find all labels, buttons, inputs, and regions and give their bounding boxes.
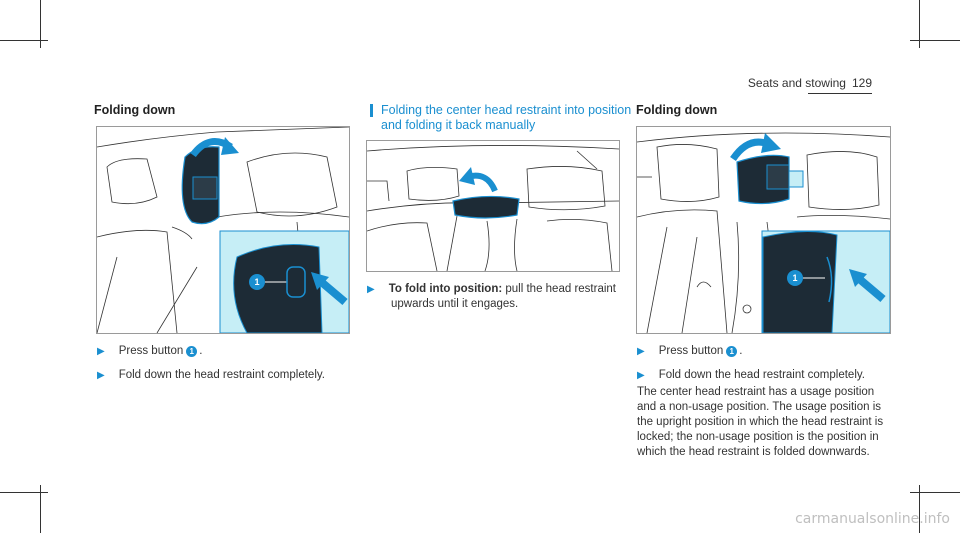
crop-mark (0, 40, 48, 41)
right-step-1: ▶ Press button 1 . (637, 345, 743, 357)
middle-step-line2: upwards until it engages. (391, 298, 519, 310)
middle-illustration (367, 145, 619, 271)
step-arrow-icon: ▶ (97, 345, 105, 357)
step-arrow-icon: ▶ (637, 369, 645, 381)
crop-mark (910, 492, 960, 493)
right-heading: Folding down (636, 103, 718, 117)
crop-mark (40, 0, 41, 48)
push-arrow-icon (849, 269, 886, 303)
right-step-2: ▶ Fold down the head restraint completel… (637, 369, 865, 381)
push-arrow-icon (311, 272, 348, 306)
step-arrow-icon: ▶ (97, 369, 105, 381)
crop-mark (919, 485, 920, 533)
middle-heading: Folding the center head restraint into p… (381, 103, 632, 132)
left-heading: Folding down (94, 103, 176, 117)
left-step-2: ▶ Fold down the head restraint completel… (97, 369, 325, 381)
watermark: carmanualsonline.info (795, 511, 950, 527)
header-rule (808, 93, 872, 94)
rotate-arrow-icon (459, 167, 498, 193)
section-title: Seats and stowing (747, 76, 846, 90)
button-badge: 1 (186, 345, 198, 357)
right-figure: 1 (636, 126, 891, 334)
page-header: Seats and stowing 129 (748, 76, 872, 90)
step-arrow-icon: ▶ (367, 283, 375, 295)
left-step-1: ▶ Press button 1 . (97, 345, 203, 357)
middle-figure (366, 140, 620, 272)
step-arrow-icon: ▶ (637, 345, 645, 357)
crop-mark (0, 492, 48, 493)
left-illustration: 1 (97, 127, 349, 333)
middle-step: ▶ To fold into position: pull the head r… (367, 283, 616, 295)
crop-mark (919, 0, 920, 48)
crop-mark (910, 40, 960, 41)
right-paragraph: The center head restraint has a usage po… (637, 386, 884, 458)
left-figure: 1 (96, 126, 350, 334)
figure-badge: 1 (254, 277, 259, 287)
figure-badge: 1 (792, 273, 797, 283)
right-illustration: 1 (637, 132, 890, 333)
heading-marker (370, 104, 373, 117)
rotate-arrow-icon (190, 137, 239, 158)
page-number: 129 (851, 76, 872, 90)
button-badge: 1 (726, 345, 738, 357)
rotate-arrow-icon (730, 133, 781, 162)
crop-mark (40, 485, 41, 533)
